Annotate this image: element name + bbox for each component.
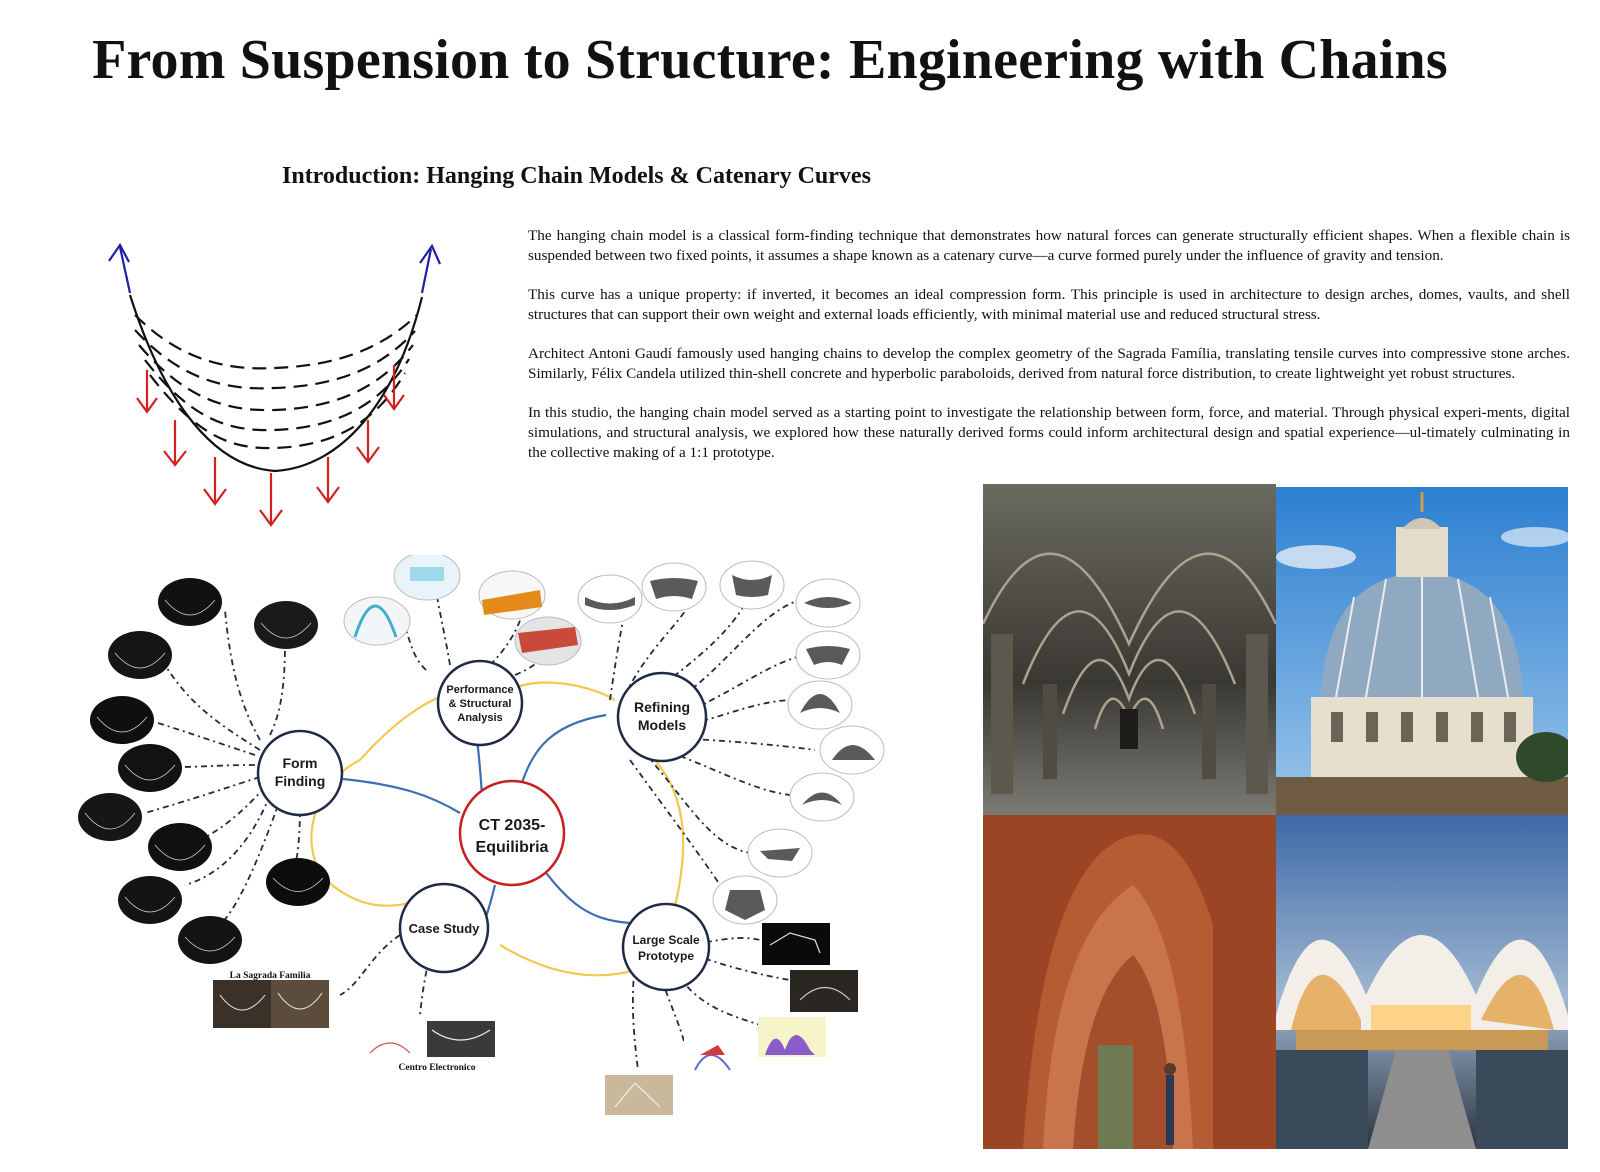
node-form-finding[interactable]: Form Finding (256, 729, 344, 817)
intro-paragraph: The hanging chain model is a classical f… (528, 227, 1570, 264)
catenary-diagram (108, 242, 442, 527)
tension-arrow-right (419, 243, 442, 294)
node-label: Analysis (457, 712, 502, 724)
photo-candela-shell (1276, 815, 1568, 1149)
intro-paragraph: This curve has a unique property: if inv… (528, 286, 1570, 323)
caption-centro: Centro Electronico (399, 1063, 476, 1073)
chain-model-image (118, 876, 182, 924)
chain-model-image (178, 916, 242, 964)
node-label: CT 2035- (479, 817, 546, 834)
chain-model-image (108, 631, 172, 679)
chain-model-image (148, 823, 212, 871)
node-prototype[interactable]: Large Scale Prototype (621, 902, 711, 992)
intro-text: The hanging chain model is a classical f… (528, 226, 1570, 482)
chain-model-image (78, 793, 142, 841)
prototype-image (790, 970, 858, 1012)
chain-model-image (254, 601, 318, 649)
chain-model-image (90, 696, 154, 744)
intro-paragraph: Architect Antoni Gaudí famously used han… (528, 345, 1570, 382)
analysis-image (343, 596, 411, 646)
chain-model-image (266, 858, 330, 906)
refined-model-shapes (585, 575, 875, 920)
tension-arrow-left (108, 242, 132, 294)
node-label: & Structural (449, 698, 512, 710)
sagrada-model-image (271, 980, 329, 1028)
node-performance[interactable]: Performance & Structural Analysis (436, 659, 524, 747)
page-title: From Suspension to Structure: Engineerin… (92, 29, 1448, 91)
node-label: Prototype (638, 949, 694, 963)
sagrada-model-image (213, 980, 271, 1028)
node-case-study[interactable]: Case Study (398, 882, 490, 974)
dashed-links (144, 584, 816, 1071)
refined-model-image (577, 574, 643, 624)
prototype-image (762, 923, 830, 965)
photo-cloister-vaults (983, 484, 1276, 815)
node-label: Finding (275, 773, 326, 789)
node-label: Performance (446, 684, 513, 696)
form-finding-thumbnails (78, 578, 330, 964)
prototype-image (605, 1075, 673, 1115)
node-label: Case Study (409, 921, 481, 936)
refined-model-thumbnails (577, 560, 885, 925)
gravity-arrows (136, 365, 405, 527)
node-label: Large Scale (632, 933, 700, 947)
caption-sagrada: La Sagrada Familia (230, 971, 311, 981)
chain-model-image (158, 578, 222, 626)
node-center[interactable]: CT 2035- Equilibria (458, 779, 566, 887)
photo-terracotta-arches (983, 815, 1276, 1149)
section-subtitle: Introduction: Hanging Chain Models & Cat… (282, 163, 871, 189)
centro-model-image (427, 1021, 495, 1057)
prototype-thumbnails (605, 923, 858, 1115)
node-refining-models[interactable]: Refining Models (616, 671, 708, 763)
node-label: Models (638, 717, 686, 733)
chain-model-image (118, 744, 182, 792)
case-study-thumbnails (213, 980, 495, 1059)
analysis-thumbnails (343, 555, 582, 666)
intro-paragraph: In this studio, the hanging chain model … (528, 404, 1570, 461)
mind-map: La Sagrada Familia Centro Electronico Fo… (78, 555, 885, 1115)
node-label: Equilibria (476, 839, 549, 856)
centro-model-image (365, 1025, 425, 1059)
catenary-curve (128, 294, 424, 473)
node-label: Refining (634, 699, 690, 715)
dashed-curves (134, 314, 418, 450)
photo-st-peters-dome (1276, 487, 1568, 815)
node-label: Form (283, 755, 318, 771)
